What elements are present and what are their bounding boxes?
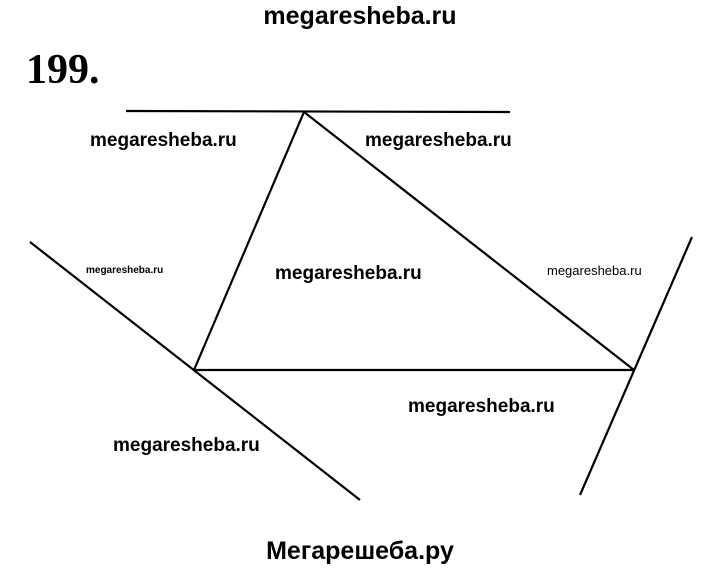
watermark: megaresheba.ru <box>365 130 512 151</box>
triangle-side-right <box>303 111 635 371</box>
footer-watermark: Мегарешеба.ру <box>266 537 454 565</box>
top-parallel-line <box>125 109 511 114</box>
watermark: megaresheba.ru <box>547 263 642 278</box>
watermark: megaresheba.ru <box>90 130 237 151</box>
watermark: megaresheba.ru <box>275 263 422 284</box>
header-watermark: megaresheba.ru <box>263 2 457 30</box>
watermark: megaresheba.ru <box>408 396 555 417</box>
watermark: megaresheba.ru <box>86 265 164 276</box>
left-parallel-line <box>29 241 361 501</box>
watermark: megaresheba.ru <box>113 435 260 456</box>
triangle-side-left <box>192 111 306 371</box>
right-parallel-line <box>578 236 694 496</box>
problem-number: 199. <box>26 47 100 93</box>
